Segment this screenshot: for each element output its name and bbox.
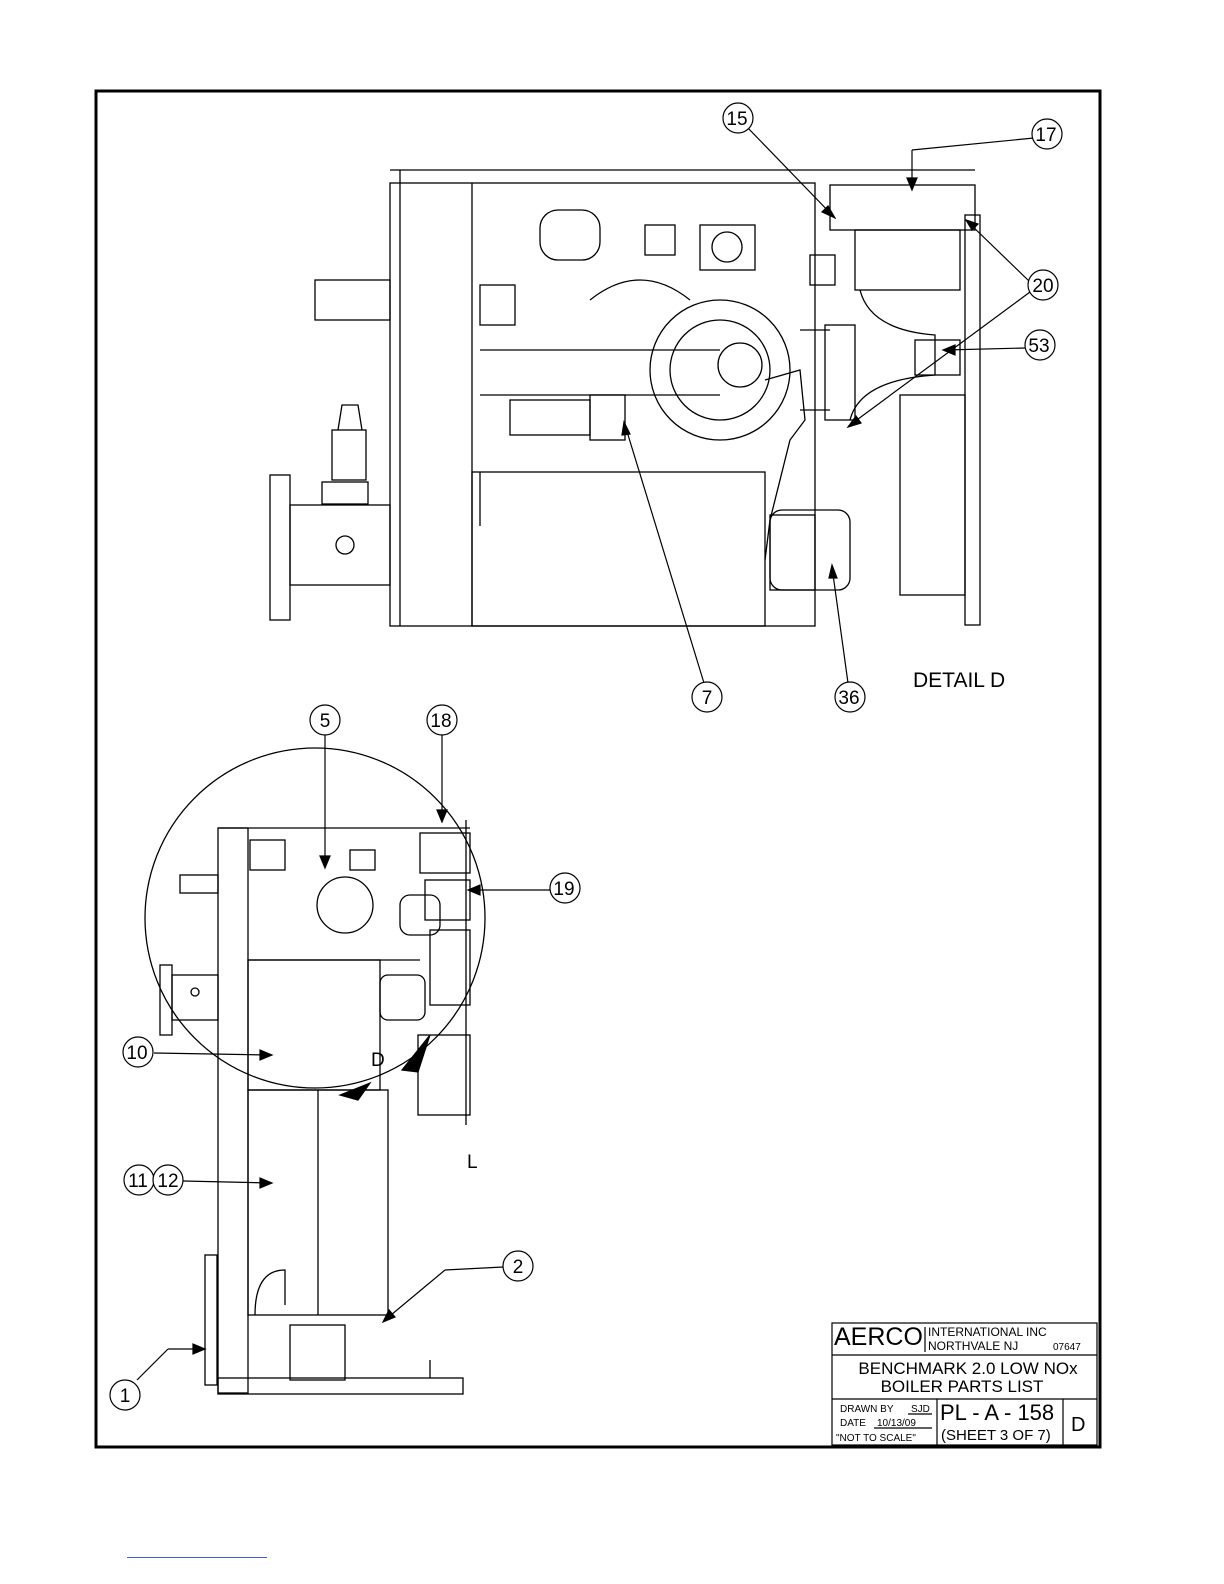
- callout-number: 19: [553, 879, 574, 900]
- callout-number: 17: [1035, 125, 1056, 146]
- callout-number: 11: [128, 1171, 148, 1192]
- callout-balloons: [110, 103, 1062, 1410]
- document-number: PL - A - 158: [940, 1400, 1054, 1425]
- callout-number: 20: [1032, 276, 1053, 297]
- detail-marker: D: [371, 1050, 385, 1071]
- view-marker: L: [467, 1152, 478, 1173]
- drawn-by-label: DRAWN BY: [840, 1404, 894, 1415]
- callout-number: 53: [1028, 336, 1049, 357]
- callout-number: 15: [726, 109, 747, 130]
- callout-number: 36: [838, 688, 859, 709]
- drawn-by-value: SJD: [911, 1404, 930, 1415]
- revision-letter: D: [1071, 1414, 1085, 1436]
- callout-number: 2: [513, 1257, 524, 1278]
- callout-number: 5: [320, 711, 331, 732]
- company-name: AERCO: [834, 1323, 923, 1351]
- callout-number: 7: [702, 688, 713, 709]
- company-line-1: INTERNATIONAL INC: [928, 1325, 1047, 1339]
- callout-number: 1: [120, 1386, 131, 1407]
- footer-rule: [127, 1557, 267, 1558]
- detail-d-label: DETAIL D: [913, 669, 1005, 692]
- callout-number: 18: [430, 711, 451, 732]
- callout-number: 10: [126, 1043, 147, 1064]
- date-label: DATE: [840, 1418, 866, 1429]
- overall-view-leaders: [137, 735, 550, 1380]
- drawing-title-line-2: BOILER PARTS LIST: [881, 1377, 1044, 1396]
- date-value: 10/13/09: [877, 1418, 916, 1429]
- drawing-title-line-1: BENCHMARK 2.0 LOW NOx: [858, 1359, 1078, 1378]
- overall-view: [145, 748, 485, 1394]
- company-zip: 07647: [1053, 1342, 1081, 1353]
- callout-number: 12: [157, 1171, 178, 1192]
- sheet-number: (SHEET 3 OF 7): [941, 1427, 1051, 1444]
- company-line-2: NORTHVALE NJ: [928, 1339, 1018, 1353]
- detail-d-view: [270, 170, 980, 626]
- callout-numbers: 15 17 20 53 7 36 5 18 19 10 11 12 2 1: [120, 109, 1057, 1407]
- scale-note: "NOT TO SCALE": [836, 1433, 916, 1444]
